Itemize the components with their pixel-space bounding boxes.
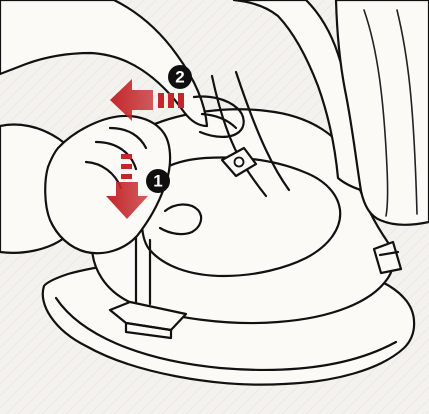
buckle-hole [235,158,244,167]
callout-1: 1 [146,169,170,193]
callout-2: 2 [168,65,192,89]
callout-1-label: 1 [153,172,162,191]
callout-2-label: 2 [175,68,184,87]
